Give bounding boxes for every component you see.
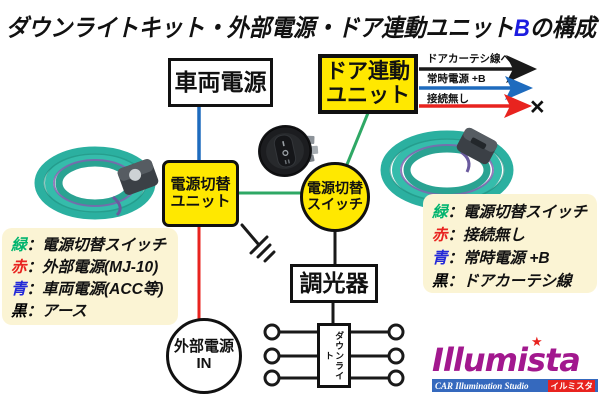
title-part2: の構成 [529,15,597,42]
rocker-switch-photo [258,124,319,178]
power-switch-circle: 電源切替 スイッチ [300,162,370,232]
legend-left-label-red: ：外部電源(MJ-10) [26,259,159,276]
legend-left-item-black: 黒：アース [11,301,169,323]
green-wire-doorunit-to-switch [344,112,370,168]
dimmer-label: 調光器 [299,269,369,296]
left-coil-connector [117,159,159,195]
legend-right-item-red: 赤：接続無し [432,224,588,247]
legend-right-label-green: ：電源切替スイッチ [447,204,588,221]
legend-left-label-black: ：アース [26,303,87,320]
legend-right-key-blue: 青 [432,250,448,267]
power-switch-label-line1: 電源切替 [307,180,363,197]
no-connect-x-mark: × [530,93,545,121]
legend-left-item-blue: 青：車両電源(ACC等) [11,279,169,301]
illumista-logo: Illumista ★ CAR Illumination Studio イルミス… [432,334,598,392]
legend-right-panel: 緑：電源切替スイッチ 赤：接続無し 青：常時電源 +B 黒：ドアカーテシ線 [423,194,597,293]
logo-star-icon: ★ [531,334,543,349]
title-part1: ダウンライトキット・外部電源・ドア連動ユニット [6,15,514,42]
legend-left-item-red: 赤：外部電源(MJ-10) [11,257,169,279]
vehicle-power-box: 車両電源 [168,58,273,107]
downlight-block: ダウンライト [317,323,351,388]
title-highlight-b: B [513,15,530,42]
legend-right-item-blue: 青：常時電源 +B [432,247,588,270]
legend-right-key-green: 緑 [432,204,448,221]
page-title: ダウンライトキット・外部電源・ドア連動ユニットBの構成 [6,8,596,43]
logo-badge: イルミスタ [548,379,595,392]
legend-left-label-green: ：電源切替スイッチ [26,237,167,254]
door-linked-unit-box: ドア連動 ユニット [318,54,418,114]
legend-right-item-black: 黒：ドアカーテシ線 [432,270,588,293]
legend-left-item-green: 緑：電源切替スイッチ [11,235,169,257]
legend-left-key-black: 黒 [11,303,27,320]
door-unit-label-line2: ユニット [326,84,410,107]
legend-right-label-red: ：接続無し [447,227,526,244]
constant-power-arrow-label: 常時電源 +B [427,73,486,85]
downlight-label: ダウンライト [324,330,345,381]
switch-unit-label-line1: 電源切替 [170,175,231,193]
legend-right-item-green: 緑：電源切替スイッチ [432,201,588,224]
door-courtesy-arrow-label: ドアカーテシ線へ [427,53,511,65]
logo-brand-row: Illumista ★ [432,334,598,379]
logo-bar: CAR Illumination Studio イルミスタ [432,379,598,392]
legend-left-key-green: 緑 [11,237,27,254]
no-connect-arrow-label: 接続無し [427,93,469,105]
ext-power-label-line2: IN [196,355,212,372]
power-switch-unit-box: 電源切替 ユニット [162,160,239,227]
no-connect-arrow [419,94,532,118]
right-coil-connector [456,127,498,165]
legend-right-key-red: 赤 [432,227,448,244]
legend-left-key-red: 赤 [11,259,27,276]
legend-left-label-blue: ：車両電源(ACC等) [26,281,164,298]
ext-power-label-line1: 外部電源 [173,338,234,356]
ground-symbol [240,223,276,263]
downlight-connectors [263,323,405,387]
legend-right-label-black: ：ドアカーテシ線 [447,273,572,290]
logo-brand-text: Illumista [432,341,581,379]
external-power-in-circle: 外部電源 IN [166,318,242,394]
right-coil-wire-photo [380,127,514,210]
vehicle-power-label: 車両電源 [174,68,267,95]
logo-tagline: CAR Illumination Studio [435,380,529,391]
legend-right-label-blue: ：常時電源 +B [447,250,550,267]
door-courtesy-arrow [419,55,537,83]
legend-left-key-blue: 青 [11,281,27,298]
power-switch-label-line2: スイッチ [307,196,363,212]
legend-left-panel: 緑：電源切替スイッチ 赤：外部電源(MJ-10) 青：車両電源(ACC等) 黒：… [2,228,178,325]
constant-power-arrow [419,76,533,100]
legend-right-key-black: 黒 [432,273,448,290]
switch-unit-label-line2: ユニット [170,192,231,210]
left-coil-wire-photo [34,146,159,220]
door-unit-label-line1: ドア連動 [326,60,410,84]
wire-lines [197,107,370,324]
dimmer-box: 調光器 [290,264,378,303]
